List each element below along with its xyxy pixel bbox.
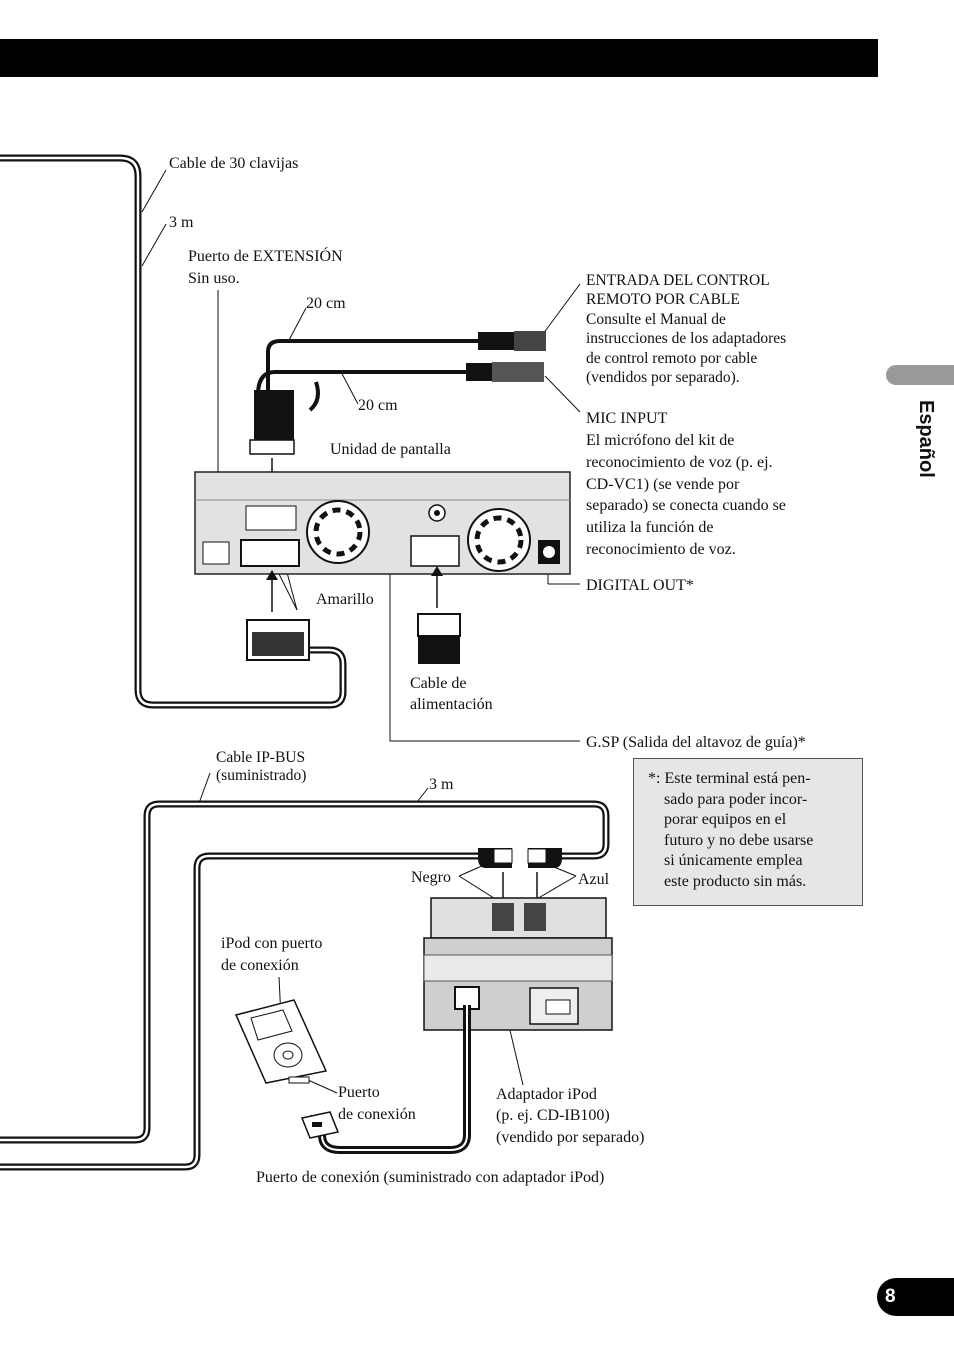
power-cable-connector (417, 566, 461, 664)
ipbus-cable (0, 800, 610, 1171)
cable-30-label: Cable de 30 clavijas (169, 155, 299, 172)
dock-connector (300, 1111, 340, 1139)
footnote-text: *: Este terminal está pen- sado para pod… (648, 770, 814, 890)
blue-label: Azul (578, 871, 610, 888)
power-cable-label: Cable de (410, 675, 467, 692)
mic-jack-connector (466, 362, 544, 382)
extension-port-label: Puerto de EXTENSIÓN (188, 248, 343, 265)
mic-input-desc-3: CD-VC1) (se vende por (586, 476, 740, 493)
footnote-box: *: Este terminal está pen- sado para pod… (633, 758, 863, 906)
mic-input-desc-4: separado) se conecta cuando se (586, 497, 786, 514)
adapter-label: Adaptador iPod (496, 1086, 597, 1103)
remote-jack-connector (478, 331, 546, 351)
mic-input-title: MIC INPUT (586, 410, 668, 427)
digital-out-label: DIGITAL OUT* (586, 577, 694, 594)
mic-input-desc-6: reconocimiento de voz. (586, 541, 736, 558)
mic-input-desc-5: utiliza la función de (586, 519, 714, 536)
ipbus-length-label: 3 m (429, 776, 454, 793)
dock-cable-label: Puerto de conexión (suministrado con ada… (256, 1169, 605, 1186)
remote-input-title-2: REMOTO POR CABLE (586, 291, 740, 308)
ipod-label-2: de conexión (221, 957, 299, 974)
length-20cm-label: 20 cm (306, 295, 346, 312)
language-tab (886, 365, 954, 385)
mic-input-desc-1: El micrófono del kit de (586, 432, 735, 449)
mic-input-desc-2: reconocimiento de voz (p. ej. (586, 454, 773, 471)
adapter-note: (vendido por separado) (496, 1129, 645, 1146)
remote-input-title: ENTRADA DEL CONTROL (586, 272, 770, 289)
ipbus-plugs (478, 848, 562, 898)
ipod-device (234, 999, 328, 1084)
ipbus-cable-label: Cable IP-BUS (216, 749, 306, 766)
power-cable-label-2: alimentación (410, 696, 493, 713)
yellow-connector (246, 570, 310, 661)
extension-port-note: Sin uso. (188, 270, 240, 287)
black-label: Negro (411, 869, 451, 886)
header-bar (0, 39, 878, 77)
ipod-label: iPod con puerto (221, 935, 323, 952)
yellow-label: Amarillo (316, 591, 374, 608)
gsp-label: G.SP (Salida del altavoz de guía)* (586, 734, 806, 751)
language-label: Español (915, 400, 937, 478)
cable-length-label: 3 m (169, 214, 194, 231)
length-20cm-label-2: 20 cm (358, 397, 398, 414)
ipod-adapter-box (423, 897, 613, 1031)
dock-port-label: Puerto (338, 1084, 380, 1101)
page-number: 8 (877, 1278, 954, 1316)
dock-port-label-2: de conexión (338, 1106, 416, 1123)
remote-input-desc-2: instrucciones de los adaptadores (586, 330, 787, 347)
remote-input-desc-1: Consulte el Manual de (586, 311, 726, 328)
dock-cable (318, 1005, 471, 1154)
remote-input-desc-3: de control remoto por cable (586, 350, 758, 367)
display-unit-label: Unidad de pantalla (330, 441, 451, 458)
remote-input-desc-4: (vendidos por separado). (586, 369, 740, 386)
ipbus-cable-note: (suministrado) (216, 767, 307, 784)
thirty-pin-cable (0, 154, 347, 709)
adapter-model: (p. ej. CD-IB100) (496, 1107, 610, 1124)
display-unit-panel (194, 471, 571, 575)
